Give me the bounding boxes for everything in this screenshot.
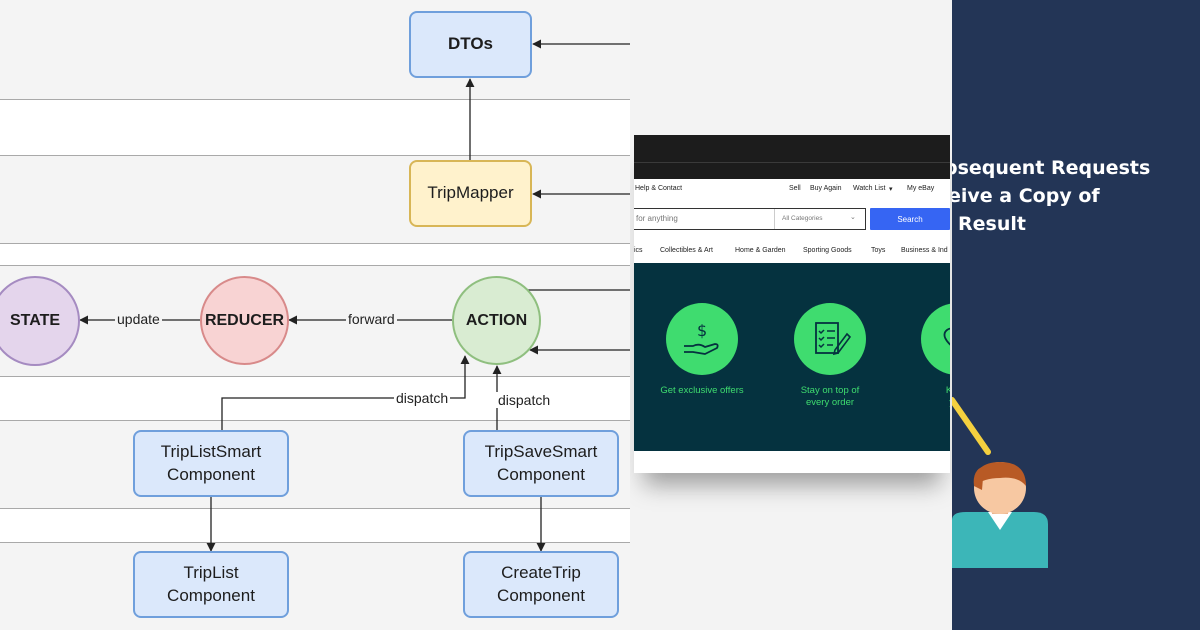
ebay-homepage: Help & Contact Sell Buy Again Watch List…: [634, 135, 950, 473]
swimlane-divider: [0, 542, 630, 543]
swimlane-band: [0, 99, 630, 155]
node-action[interactable]: ACTION: [452, 276, 541, 365]
category-link[interactable]: Toys: [871, 247, 886, 254]
presentation-slide: bsequent Requests eive a Copy of Result: [952, 0, 1200, 630]
category-link[interactable]: Home & Garden: [735, 247, 786, 254]
slide-text-line: bsequent Requests: [952, 157, 1151, 179]
promo-banner: $ Get exclusive offers Stay on top of ev…: [634, 263, 950, 451]
swimlane-divider: [0, 420, 630, 421]
node-dtos[interactable]: DTOs: [409, 11, 532, 78]
node-trip-list-smart[interactable]: TripListSmart Component: [133, 430, 289, 497]
category-link[interactable]: Collectibles & Art: [660, 247, 713, 254]
slide-text-line: eive a Copy of: [952, 185, 1100, 207]
watch-list-link[interactable]: Watch List: [853, 185, 886, 192]
edge-label-update: update: [115, 311, 162, 327]
node-trip-save-smart[interactable]: TripSaveSmart Component: [463, 430, 619, 497]
user-avatar-icon: [952, 397, 1048, 568]
browser-topbar: [634, 135, 950, 179]
swimlane-band: [0, 243, 630, 265]
node-trip-list[interactable]: TripList Component: [133, 551, 289, 618]
my-ebay-link[interactable]: My eBay: [907, 185, 935, 192]
swimlane-divider: [0, 243, 630, 244]
utility-bar: Help & Contact Sell Buy Again Watch List…: [634, 182, 950, 196]
heart-icon: [921, 303, 950, 375]
edge-label-dispatch: dispatch: [394, 390, 451, 406]
swimlane-divider: [0, 99, 630, 100]
checklist-pen-icon: [794, 303, 866, 375]
search-input[interactable]: for anything: [636, 214, 678, 223]
edge-dispatch-left: [221, 355, 470, 430]
node-state[interactable]: STATE: [0, 276, 80, 366]
sell-link[interactable]: Sell: [789, 185, 801, 192]
promo-text: Keep you: [945, 385, 950, 408]
promo-text: Get exclusive offers: [660, 385, 744, 396]
search-bar: for anything All Categories ⌄: [634, 208, 866, 230]
node-trip-mapper[interactable]: TripMapper: [409, 160, 532, 227]
slide-text-line: Result: [958, 213, 1026, 235]
edge-label-dispatch: dispatch: [496, 392, 553, 408]
edge-label-forward: forward: [346, 311, 397, 327]
chevron-down-icon: ⌄: [850, 214, 856, 221]
node-reducer[interactable]: REDUCER: [200, 276, 289, 365]
dollar-hand-icon: $: [666, 303, 738, 375]
search-button[interactable]: Search: [870, 208, 950, 230]
swimlane-band: [0, 508, 630, 542]
category-nav: ics Collectibles & Art Home & Garden Spo…: [634, 247, 950, 259]
chevron-down-icon: ▾: [889, 186, 893, 193]
svg-text:$: $: [697, 321, 707, 340]
swimlane-divider: [0, 265, 630, 266]
swimlane-divider: [0, 376, 630, 377]
promo-text: Stay on top of every order: [800, 385, 860, 409]
buy-again-link[interactable]: Buy Again: [810, 185, 842, 192]
architecture-diagram: update forward dispatch dispatch DTOs Tr…: [0, 0, 630, 630]
ebay-screenshot-panel: Help & Contact Sell Buy Again Watch List…: [630, 0, 952, 630]
node-create-trip[interactable]: CreateTrip Component: [463, 551, 619, 618]
category-select[interactable]: All Categories: [782, 215, 823, 222]
swimlane-divider: [0, 508, 630, 509]
category-link[interactable]: ics: [634, 247, 643, 254]
category-link[interactable]: Business & Ind: [901, 247, 948, 254]
help-contact-link[interactable]: Help & Contact: [635, 185, 683, 192]
swimlane-divider: [0, 155, 630, 156]
category-link[interactable]: Sporting Goods: [803, 247, 852, 254]
